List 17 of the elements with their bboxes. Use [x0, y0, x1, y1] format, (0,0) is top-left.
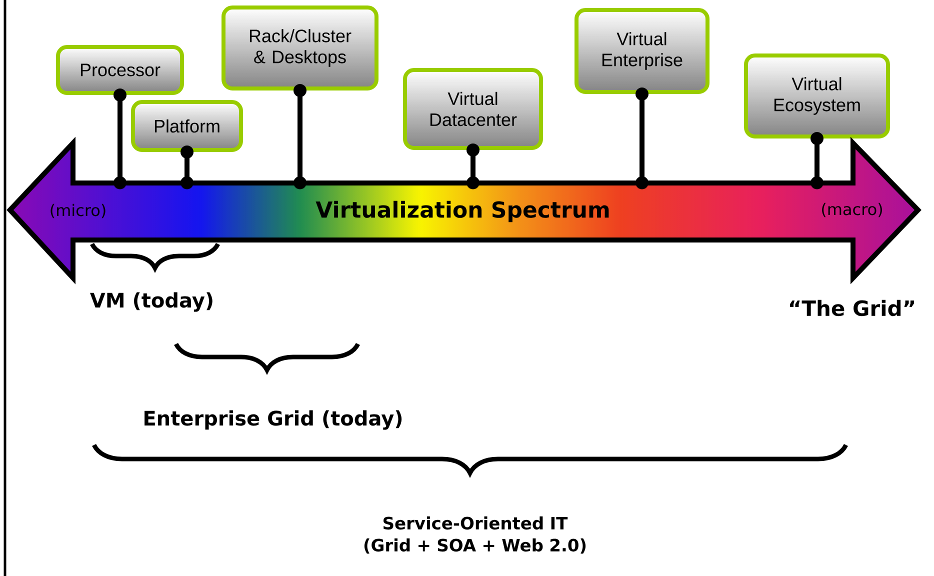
caption-text: “The Grid” [790, 300, 914, 316]
leader-line [114, 88, 126, 190]
caption-text: Service-Oriented IT (Grid + SOA + Web 2.0) [364, 516, 586, 554]
label-box: Platform [131, 100, 243, 152]
caption-text: Enterprise Grid (today) [144, 410, 402, 430]
scale-label: (macro) [822, 202, 882, 218]
leader-line [180, 146, 194, 190]
leader-line [466, 144, 480, 190]
label-box: Virtual Datacenter [403, 68, 543, 150]
label-box: Virtual Enterprise [574, 8, 710, 94]
leader-line [294, 84, 306, 190]
label-box: Rack/Cluster & Desktops [222, 6, 378, 90]
label-box: Processor [56, 45, 184, 95]
leader-line [636, 88, 648, 190]
scale-label: (micro) [50, 204, 106, 218]
leader-line [810, 132, 824, 190]
label-box: Virtual Ecosystem [744, 54, 890, 138]
